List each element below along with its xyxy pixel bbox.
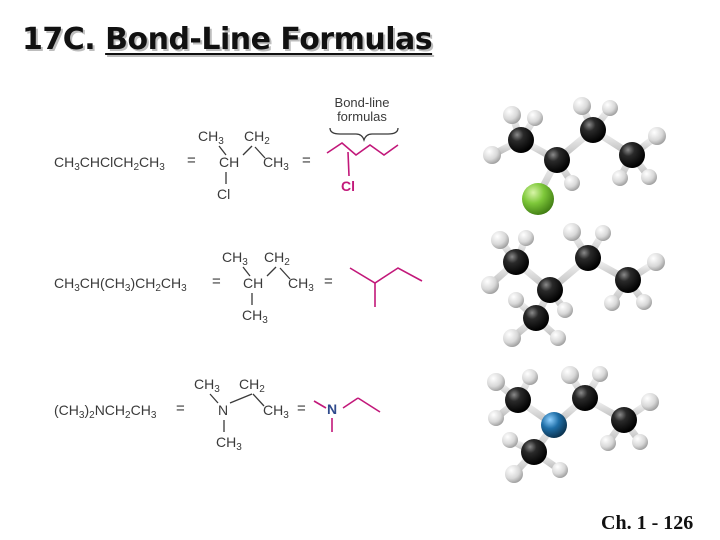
row3-bottom-group: CH3	[216, 434, 242, 453]
row2-bond-line-zigzag	[349, 267, 423, 307]
slide-title: 17C. Bond-Line Formulas	[22, 22, 433, 57]
row2-top-left-group: CH3	[222, 249, 248, 268]
row3-bond-line-zigzag	[313, 397, 381, 432]
bond-line-header: Bond-line formulas	[326, 96, 398, 124]
row1-top-right-group: CH2	[244, 128, 270, 147]
row1-equals-1: =	[187, 152, 196, 169]
row3-top-left-group: CH3	[194, 376, 220, 395]
slide-number: Ch. 1 - 126	[601, 512, 694, 534]
row3-structure-bonds	[209, 393, 265, 432]
row2-top-right-group: CH2	[264, 249, 290, 268]
row3-bond-line-nitrogen-label: N	[327, 401, 338, 417]
row1-center-group: CH	[219, 154, 240, 170]
bond-line-brace	[329, 127, 399, 143]
bond-line-header-line2: formulas	[337, 109, 387, 124]
row3-equals-1: =	[176, 400, 185, 417]
row2-equals-2: =	[324, 273, 333, 290]
title-main: Bond-Line Formulas	[105, 22, 433, 57]
row3-right-group: CH3	[263, 402, 289, 421]
bond-line-header-line1: Bond-line	[334, 95, 390, 110]
row1-bond-line-zigzag	[326, 141, 399, 177]
row3-equals-2: =	[297, 400, 306, 417]
ball-model-2-methylbutane	[481, 223, 665, 347]
row3-top-right-group: CH2	[239, 376, 265, 395]
row1-structure-bonds	[218, 145, 266, 184]
title-prefix: 17C.	[22, 22, 106, 57]
row1-bottom-group: Cl	[217, 186, 231, 202]
row1-condensed-formula: CH3CHClCH2CH3	[54, 154, 165, 173]
row2-bottom-group: CH3	[242, 307, 268, 326]
row2-equals-1: =	[212, 273, 221, 290]
row1-top-left-group: CH3	[198, 128, 224, 147]
row2-center-group: CH	[243, 275, 264, 291]
row3-center-group: N	[218, 402, 229, 418]
row2-condensed-formula: CH3CH(CH3)CH2CH3	[54, 275, 187, 294]
row3-condensed-formula: (CH3)2NCH2CH3	[54, 402, 157, 421]
row2-structure-bonds	[242, 266, 291, 305]
row1-equals-2: =	[302, 152, 311, 169]
ball-model-dimethylethylamine	[487, 366, 659, 483]
row2-right-group: CH3	[288, 275, 314, 294]
ball-model-2-chlorobutane	[483, 97, 666, 215]
row1-right-group: CH3	[263, 154, 289, 173]
row1-bond-line-chlorine-label: Cl	[341, 178, 355, 194]
